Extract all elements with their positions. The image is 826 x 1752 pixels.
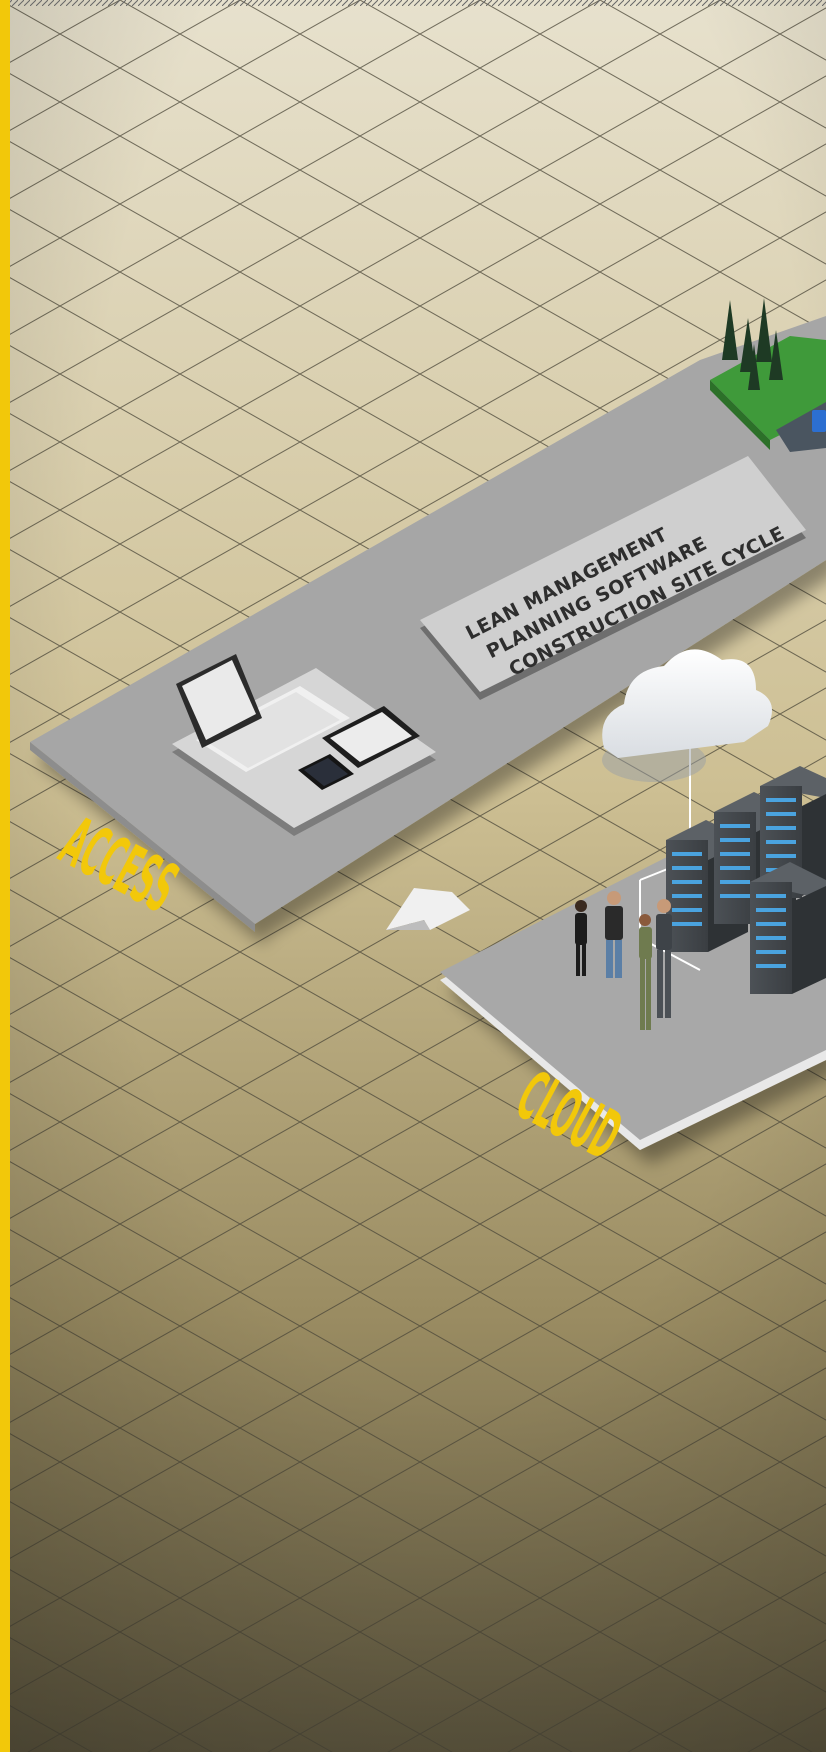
person-icon [575,900,587,976]
person-icon [639,914,652,1030]
cloud-icon [602,649,772,782]
server-rack-icon [750,862,826,994]
tablet-icon [322,706,420,768]
tree-icon [722,298,783,390]
laptop-icon [176,654,350,772]
person-icon [656,899,672,1018]
top-hatch-strip [0,0,826,6]
person-icon [605,891,623,978]
sign-plate [420,456,806,700]
vehicle-icon [812,410,826,432]
smartphone-icon [298,754,354,790]
landscape-patch [710,336,826,452]
left-accent-bar [0,0,10,1752]
arrow-icon [386,888,470,930]
